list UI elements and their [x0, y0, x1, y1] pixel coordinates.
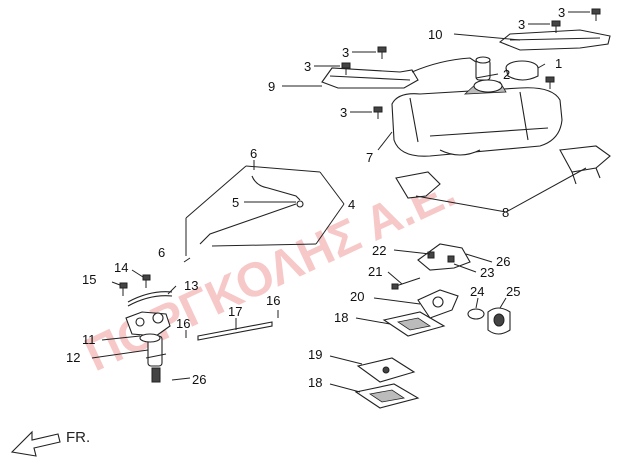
reed-cover-18-upper [382, 311, 446, 337]
callout-7: 7 [366, 150, 373, 165]
callout-10: 10 [428, 27, 442, 42]
front-direction-arrow: FR. [10, 429, 90, 457]
lever-13 [127, 291, 173, 307]
filler-neck [475, 56, 491, 81]
rubber-25 [487, 307, 511, 335]
callout-6b: 6 [158, 245, 165, 260]
callout-5: 5 [232, 195, 239, 210]
screws-14-15 [119, 274, 151, 296]
oring-24 [467, 308, 485, 320]
callout-1: 1 [555, 56, 562, 71]
callout-3a: 3 [558, 5, 565, 20]
callout-24: 24 [470, 284, 484, 299]
callout-3c: 3 [342, 45, 349, 60]
clamp-assembly-22-23-26 [417, 243, 471, 271]
leader-lines [91, 11, 590, 393]
callout-23: 23 [480, 265, 494, 280]
bracket-10 [498, 29, 611, 51]
callout-26a: 26 [496, 254, 510, 269]
callout-22: 22 [372, 243, 386, 258]
direction-label: FR. [66, 429, 90, 446]
fuel-cap [505, 60, 539, 81]
callout-13: 13 [184, 278, 198, 293]
reed-cover-18-lower [354, 383, 420, 409]
callout-16a: 16 [176, 316, 190, 331]
screws-3 [341, 8, 601, 119]
callout-16b: 16 [266, 293, 280, 308]
tank-strap [439, 149, 481, 156]
reed-cover-19 [356, 357, 416, 383]
callout-3b: 3 [518, 17, 525, 32]
reed-body-20 [417, 289, 459, 319]
callout-14: 14 [114, 260, 128, 275]
watermark: ΠΟΡΓΚΟΛΗΣ Α.Ε. [77, 164, 464, 382]
bracket-8 [395, 145, 611, 199]
callout-8: 8 [502, 205, 509, 220]
callout-3d: 3 [304, 59, 311, 74]
callout-21: 21 [368, 264, 382, 279]
callout-2: 2 [503, 67, 510, 82]
callout-25: 25 [506, 284, 520, 299]
callout-19: 19 [308, 347, 322, 362]
bracket-9 [321, 57, 477, 89]
callout-9: 9 [268, 79, 275, 94]
callout-17: 17 [228, 304, 242, 319]
fuel-line [183, 160, 304, 263]
gasket-11 [139, 333, 161, 343]
fuel-pump [125, 311, 171, 383]
fuel-tank [391, 79, 563, 157]
callout-26b: 26 [192, 372, 206, 387]
callout-11: 11 [82, 332, 96, 347]
callout-labels: 1 2 3 3 3 3 3 4 5 6 6 7 8 9 10 11 12 13 … [66, 5, 565, 390]
callout-4: 4 [348, 197, 355, 212]
callout-6a: 6 [250, 146, 257, 161]
callout-15: 15 [82, 272, 96, 287]
callout-3e: 3 [340, 105, 347, 120]
callout-20: 20 [350, 289, 364, 304]
hose-17 [185, 310, 279, 341]
callout-12: 12 [66, 350, 80, 365]
bolt-21 [391, 277, 421, 290]
callout-18b: 18 [308, 375, 322, 390]
callout-18a: 18 [334, 310, 348, 325]
